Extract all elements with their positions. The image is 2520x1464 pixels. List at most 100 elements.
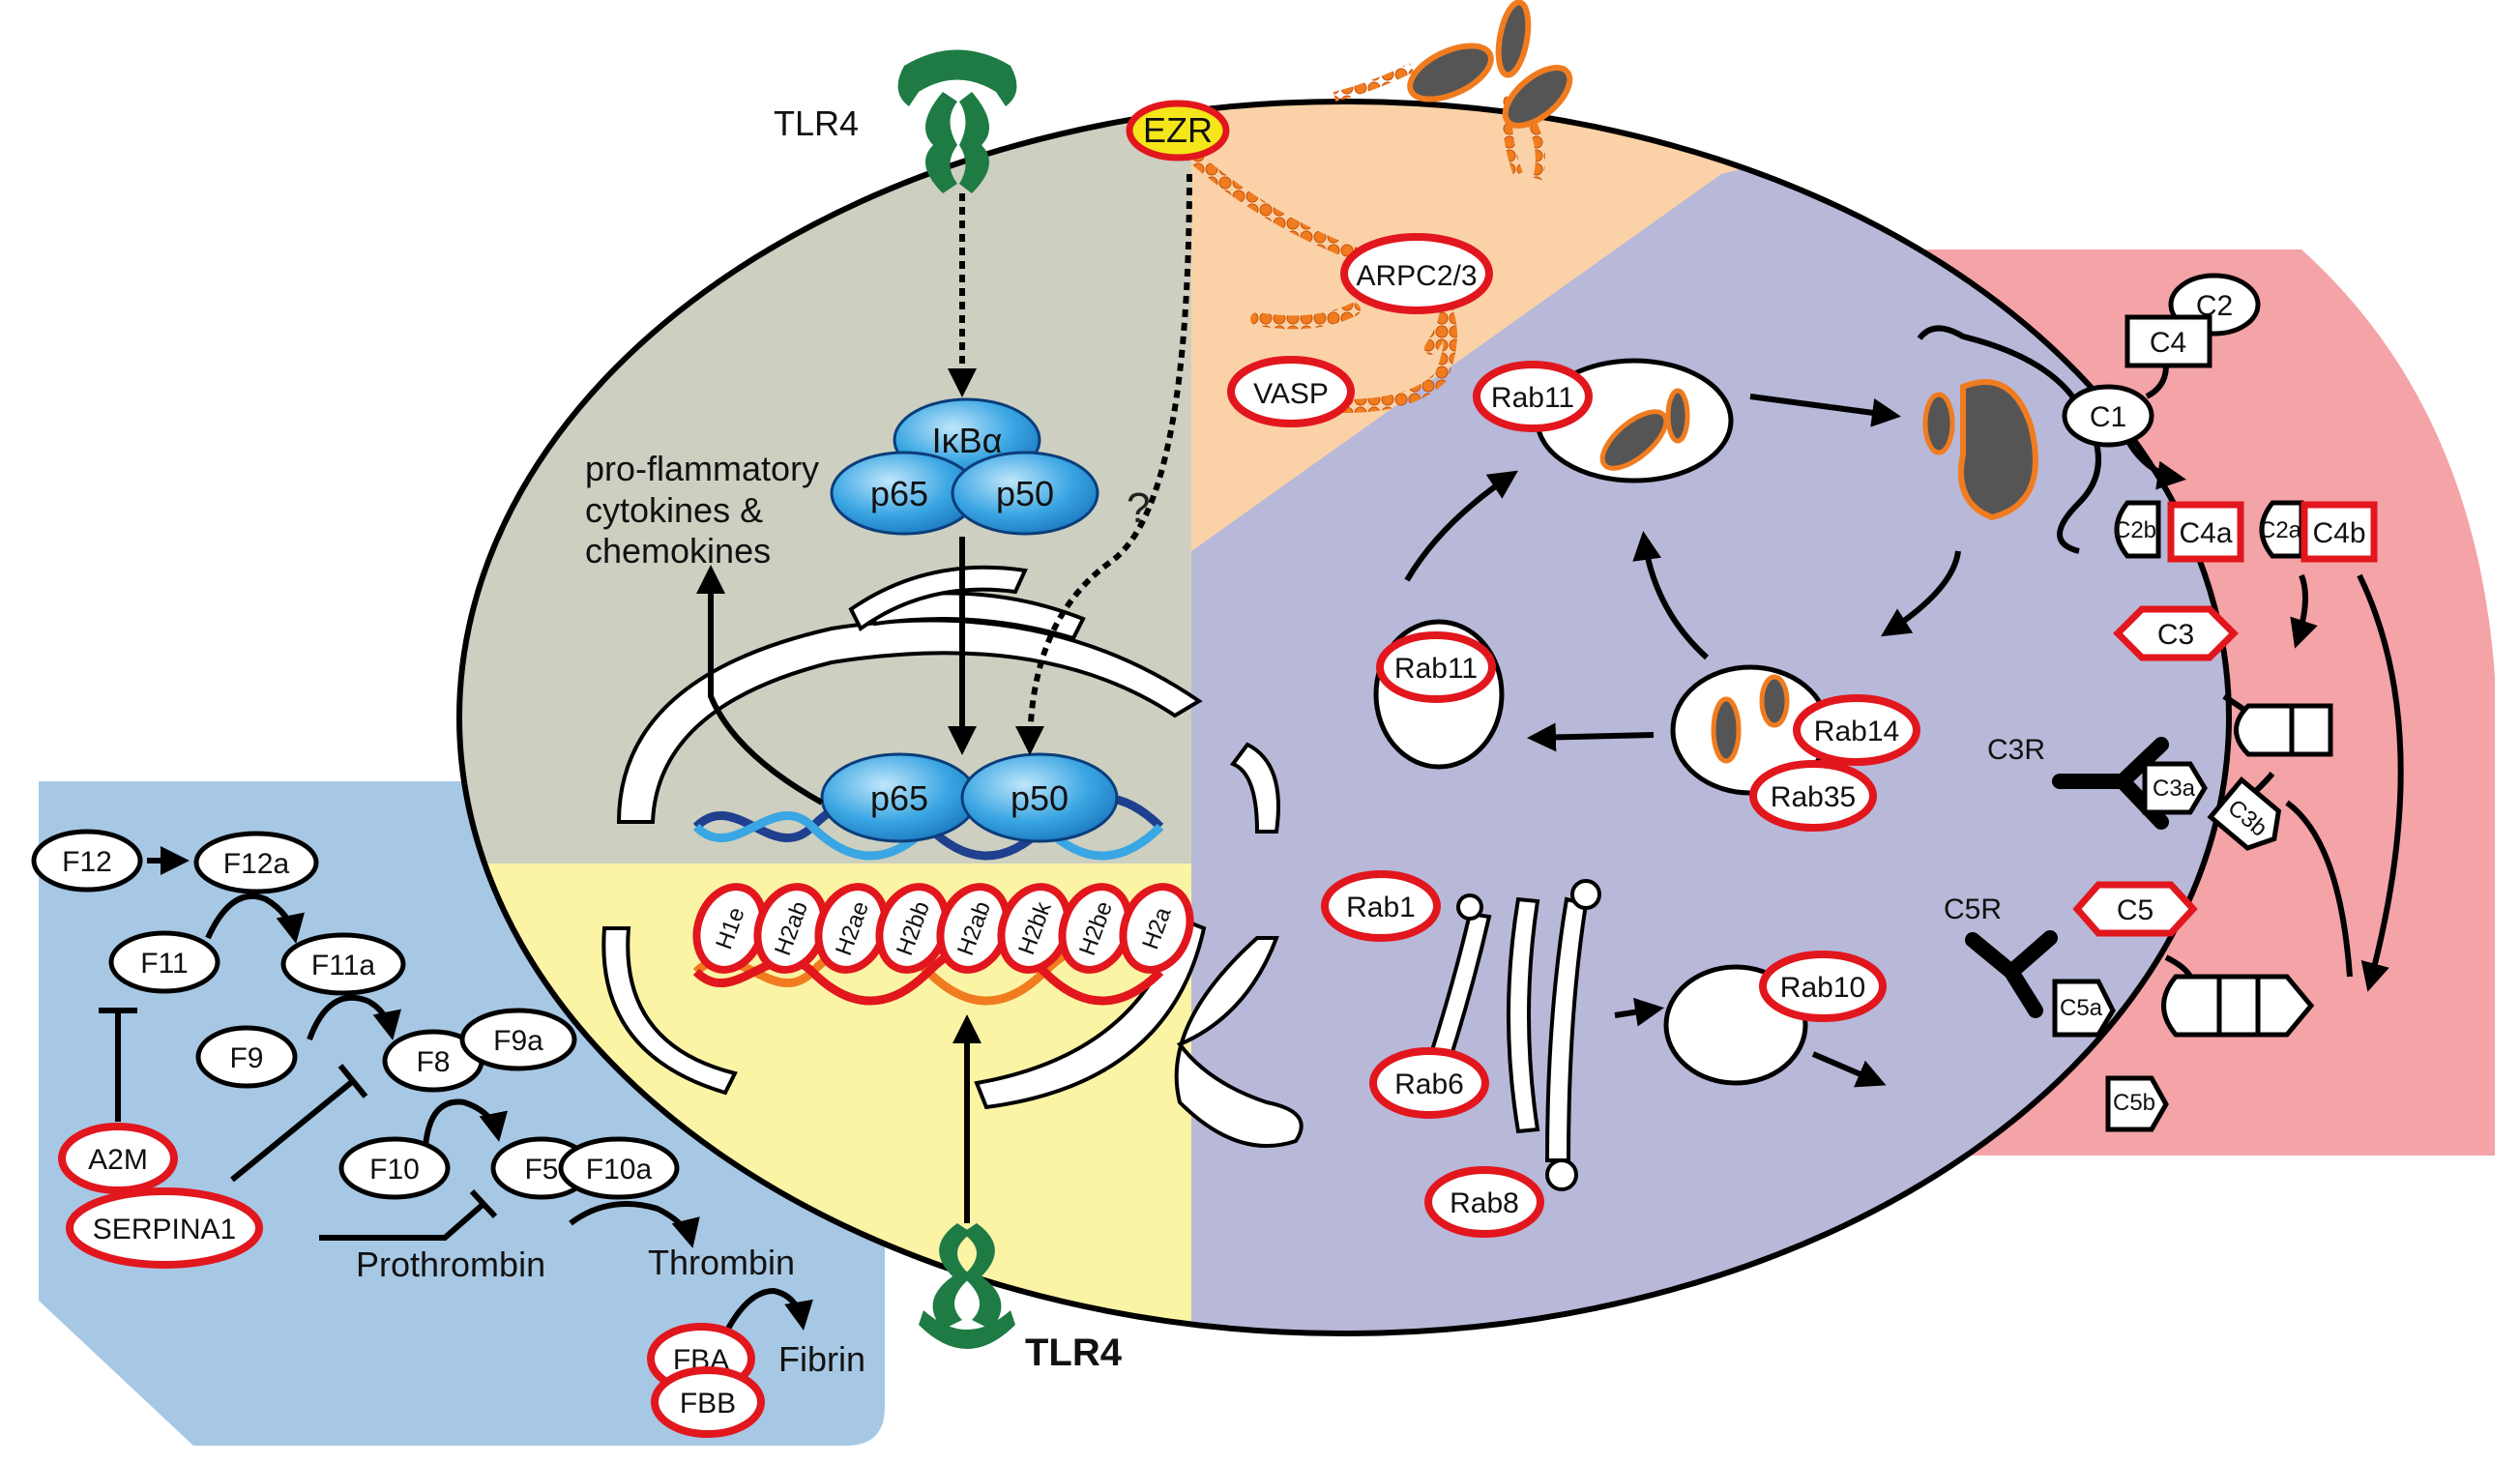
svg-text:C2a: C2a [2259,517,2302,543]
histone-h2bb: H2bb [875,883,951,974]
histone-h2bk: H2bk [997,883,1072,974]
svg-text:F11a: F11a [311,950,375,981]
rab6-node: Rab6 [1369,1047,1489,1119]
svg-text:F5: F5 [524,1154,558,1186]
histone-row: H1e H2ab H2ae H2bb H2ab H2bk H2be H2a [692,883,1194,974]
arpc-node: ARPC2/3 [1340,233,1493,314]
c3r-receptor [2052,737,2169,830]
svg-text:Rab8: Rab8 [1450,1187,1519,1219]
svg-text:C5b: C5b [2113,1090,2155,1116]
f11-node: F11 [108,930,220,994]
svg-text:VASP: VASP [1253,378,1329,410]
f8-node: F8 [382,1029,484,1093]
svg-text:p65: p65 [870,474,928,513]
svg-text:C4: C4 [2150,327,2186,359]
svg-text:Rab1: Rab1 [1346,892,1416,923]
c5a-node: C5a [2052,979,2116,1038]
fibrin-label: Fibrin [778,1339,865,1379]
svg-text:F10a: F10a [586,1154,653,1186]
ezr-dotted-arrow [1015,173,1192,755]
rab8-node: Rab8 [1424,1166,1544,1238]
nuclear-p50: p50 [960,752,1119,843]
c5-node: C5 [2072,881,2198,937]
svg-text:Rab6: Rab6 [1394,1069,1464,1100]
rab-cycle-arrows [1404,394,1961,752]
svg-text:Rab11: Rab11 [1491,382,1574,414]
svg-text:IκBα: IκBα [932,421,1003,460]
cell-membrane [456,99,2232,1336]
svg-text:A2M: A2M [88,1144,148,1176]
svg-text:p50: p50 [996,474,1054,513]
tlr4-top-label: TLR4 [774,103,859,143]
fbb-node: FBB [651,1366,765,1438]
c2a-node: C2a [2259,500,2304,559]
c4a-node: C4a [2167,501,2244,563]
rab11-left-node: Rab11 [1376,631,1496,703]
tlr4-top-receptor [897,49,1017,193]
a2m-node: A2M [58,1123,178,1194]
svg-text:p65: p65 [870,778,928,818]
c3-convertase-arrow [2290,573,2318,649]
listeria-bacteria [1407,0,1573,129]
f12-node: F12 [31,829,143,893]
c5r-label: C5R [1944,893,2002,925]
svg-text:C2b: C2b [2114,517,2156,543]
c4-node: C4 [2124,314,2212,368]
nuclear-p65: p65 [820,752,979,843]
c5b-node: C5b [2105,1075,2169,1132]
svg-text:F10: F10 [369,1154,420,1186]
c5r-receptor [1965,930,2058,1018]
f10-node: F10 [338,1136,451,1200]
rab10-node: Rab10 [1759,951,1887,1022]
tlr4-bottom-label: TLR4 [1025,1332,1123,1374]
svg-text:F12a: F12a [223,848,290,880]
c1-cleavage-arrow [2124,438,2186,490]
svg-text:Rab10: Rab10 [1780,972,1865,1004]
rab11-top-node: Rab11 [1473,361,1593,432]
svg-text:C3a: C3a [2153,776,2196,802]
f9a-node: F9a [459,1008,577,1071]
svg-text:C1: C1 [2090,401,2126,433]
cytokines-line-1: pro-flammatory [585,449,819,488]
svg-text:Rab11: Rab11 [1394,653,1478,685]
c3b-node: C3b [2207,776,2282,851]
unknown-pathway-mark: ? [1127,484,1150,532]
svg-text:SERPINA1: SERPINA1 [93,1214,236,1245]
bacterium [1922,392,1955,455]
c3b-to-c5-arrow [2285,800,2353,978]
svg-text:F12: F12 [62,846,112,878]
cytokine-arrow [696,565,824,805]
f9-node: F9 [195,1025,298,1089]
f9a-to-f10a [423,1098,508,1147]
c3r-label: C3R [1987,734,2045,766]
c3-convertase [2234,703,2333,757]
c4b-long-arrow [2357,573,2404,992]
c2b-node: C2b [2114,500,2161,559]
rab35-node: Rab35 [1749,760,1877,832]
svg-text:C4a: C4a [2179,517,2232,549]
c3a-node: C3a [2142,761,2208,815]
f11a-to-f9a [307,994,401,1041]
svg-text:C4b: C4b [2312,517,2365,549]
vesicle-to-membrane-arrow [1811,1051,1887,1088]
c1-node: C1 [2062,384,2154,448]
tlr4-bottom-receptor [919,1223,1015,1349]
svg-text:C3: C3 [2157,619,2194,651]
f12a-to-f11a [205,893,305,944]
svg-text:F9: F9 [229,1042,263,1074]
svg-text:Rab14: Rab14 [1814,716,1899,747]
svg-text:C5: C5 [2117,894,2154,926]
prothrombin-label: Prothrombin [356,1244,545,1284]
thrombin-to-fibrin [718,1287,813,1346]
svg-text:ARPC2/3: ARPC2/3 [1356,260,1477,292]
f11a-node: F11a [280,932,406,996]
cytokines-line-2: cytokines & [585,490,763,530]
svg-text:F9a: F9a [493,1025,543,1057]
vasp-node: VASP [1227,356,1355,427]
svg-text:F8: F8 [416,1046,450,1078]
histone-h2a: H2a [1119,883,1194,974]
svg-text:FBB: FBB [680,1388,736,1420]
rab14-node: Rab14 [1793,694,1920,766]
